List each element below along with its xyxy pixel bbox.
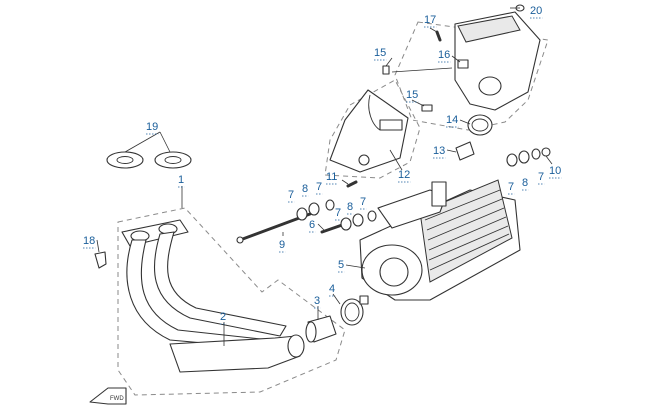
grommet-b [352,213,364,227]
callout-7-e: 7 [508,181,514,193]
callout-11: 11 [326,171,337,183]
header-pipe-2 [153,231,287,337]
screw [346,180,358,188]
heat-shield-ribs [424,189,510,271]
callout-18: 18 [83,235,95,247]
header-pipe-1 [126,239,271,349]
callout-8-a: 8 [302,183,308,195]
clamp-bolt [359,295,369,305]
callout-15-b: 15 [406,89,418,101]
washer-b [325,199,335,211]
clamp-ring [340,298,364,326]
pipe-clamp [340,295,369,326]
gasket-ring-inner [471,118,489,132]
grommet-c [518,150,530,164]
leader-lines [96,7,553,346]
stud [94,251,107,269]
fwd-arrow-icon [89,387,127,405]
heat-shield-slot [379,119,403,131]
callout-19: 19 [146,121,158,133]
callout-underlines [83,17,562,325]
heat-shield-plate [329,89,409,173]
bracket-tab [431,181,447,207]
exhaust-gasket-1 [106,151,144,169]
callout-16: 16 [438,49,450,61]
callout-7-f: 7 [538,171,544,183]
connector-sleeve [305,315,337,343]
callout-5: 5 [338,259,344,271]
heat-shield-wire [368,94,381,131]
washer-a [296,207,308,221]
nut [541,147,551,157]
callout-8-b: 8 [347,201,353,213]
callout-17: 17 [424,14,436,26]
callout-20: 20 [530,5,542,17]
muffler-outlet [478,76,502,96]
callout-10: 10 [549,165,561,177]
muffler-assembly [454,11,541,111]
clamp-inner [344,302,360,322]
callout-12: 12 [398,169,410,181]
washer-f [531,148,541,160]
main-silencer [359,179,521,301]
washer-c [340,217,352,231]
header-pipe-assembly [121,219,305,373]
washer-d [367,210,377,222]
callout-8-c: 8 [522,177,528,189]
sleeve-end [305,321,317,343]
callout-7-c: 7 [335,207,341,219]
callout-15-a: 15 [374,47,386,59]
callout-3: 3 [314,295,320,307]
callout-7-d: 7 [360,196,366,208]
muffler-upper-panel [457,15,521,43]
header-outlet [287,334,305,358]
gasket-ring [467,114,493,136]
small-clamp [455,141,475,161]
callout-14: 14 [446,114,458,126]
long-bolt-head [236,236,244,244]
forward-direction-badge: FWD [89,387,127,405]
muffler-tab [457,59,469,69]
callout-labels: 1 2 3 4 5 6 7 7 7 7 7 7 8 8 8 9 10 11 12… [83,5,561,323]
fwd-label: FWD [110,396,124,402]
header-group-outline [117,207,346,396]
callout-13: 13 [433,145,445,157]
exhaust-gasket-1-hole [116,156,134,164]
exhaust-gasket-2 [154,151,192,169]
silencer-inlet [379,257,409,287]
callout-4: 4 [329,283,335,295]
callout-1: 1 [178,174,184,186]
hardware [94,4,551,269]
clip-b [421,104,433,112]
heat-shield [329,89,409,173]
callout-7-b: 7 [316,181,322,193]
washer-e [506,153,518,167]
callout-2: 2 [220,311,226,323]
callout-6: 6 [309,219,315,231]
grommet-a [308,202,320,216]
callout-7-a: 7 [288,189,294,201]
exhaust-gasket-2-hole [164,156,182,164]
callout-9: 9 [279,239,285,251]
heat-shield-hole [358,154,370,166]
clip-a [382,65,390,75]
top-bolt [435,30,442,42]
